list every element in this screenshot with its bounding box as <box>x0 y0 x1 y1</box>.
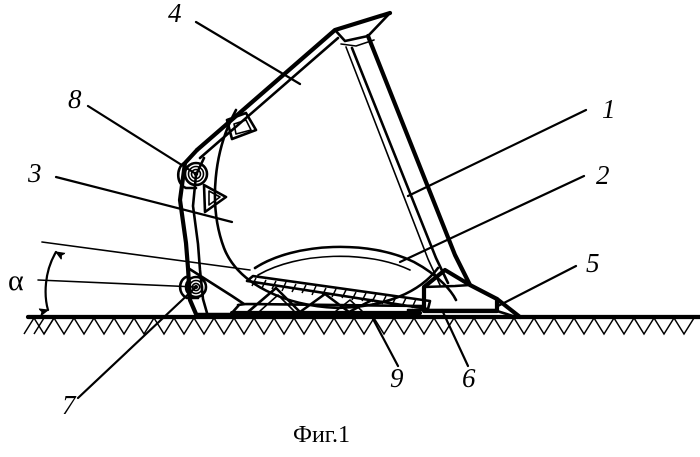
label-9: 9 <box>390 363 404 393</box>
bucket-bottom-skid-plate-upper <box>236 302 426 308</box>
bucket-apex-fold-inner <box>340 39 375 47</box>
bucket-internal-bracing-thin <box>259 294 295 312</box>
angle-alpha-label: α <box>8 264 24 297</box>
label-6: 6 <box>462 363 476 393</box>
inclined-reference-line-upper <box>41 241 251 271</box>
leader-6 <box>440 308 470 368</box>
label-2: 2 <box>596 160 610 190</box>
leader-5 <box>496 264 578 308</box>
bucket-interior-curve <box>213 108 340 310</box>
bucket-assembly <box>176 10 523 320</box>
leader-8 <box>86 104 198 176</box>
angle-arc <box>46 250 56 310</box>
bucket-apex-fold <box>333 11 392 43</box>
bucket-internal-bracing-thin-2 <box>335 299 363 312</box>
bucket-rear-wall-inner <box>198 36 340 160</box>
leader-2 <box>398 174 586 264</box>
lower-boss-plate <box>178 275 200 300</box>
bucket-internal-bracing <box>246 286 327 314</box>
label-3: 3 <box>27 158 42 188</box>
label-5: 5 <box>586 248 600 278</box>
ground-group <box>23 314 700 336</box>
leader-9 <box>370 315 400 368</box>
ground-hatching <box>23 316 695 336</box>
reference-labels-group: 4 8 1 3 2 5 7 9 6 <box>27 0 616 420</box>
bucket-lip-band-outer <box>245 274 432 311</box>
bucket-gusset-upper <box>225 111 258 141</box>
bucket-internal-bracing-2 <box>323 292 374 314</box>
label-8: 8 <box>68 84 82 114</box>
figure-caption: Фиг.1 <box>293 422 350 448</box>
leader-3 <box>54 175 234 224</box>
bucket-lip-band-hatching <box>251 277 417 309</box>
inclined-reference-line-lower <box>37 279 197 288</box>
bucket-cutting-edge-tip <box>494 296 523 320</box>
bucket-cutting-edge-shoulder <box>495 309 518 319</box>
bucket-gusset-upper-inner <box>233 119 252 135</box>
bucket-front-wall-inner-1 <box>350 46 450 285</box>
bucket-heel-inner <box>422 283 472 289</box>
label-7: 7 <box>62 390 77 420</box>
angle-construction: α <box>8 241 251 310</box>
leader-7 <box>76 285 198 400</box>
label-4: 4 <box>168 0 182 28</box>
bucket-front-wall-outer <box>365 33 473 288</box>
bucket-left-lower-edge <box>186 266 246 306</box>
leader-lines-group <box>54 20 588 400</box>
bucket-load-top-curve <box>253 245 458 302</box>
bucket-load-top-curve-2 <box>257 255 411 276</box>
leader-1 <box>406 108 588 198</box>
label-1: 1 <box>602 94 616 124</box>
leader-4 <box>194 20 302 86</box>
